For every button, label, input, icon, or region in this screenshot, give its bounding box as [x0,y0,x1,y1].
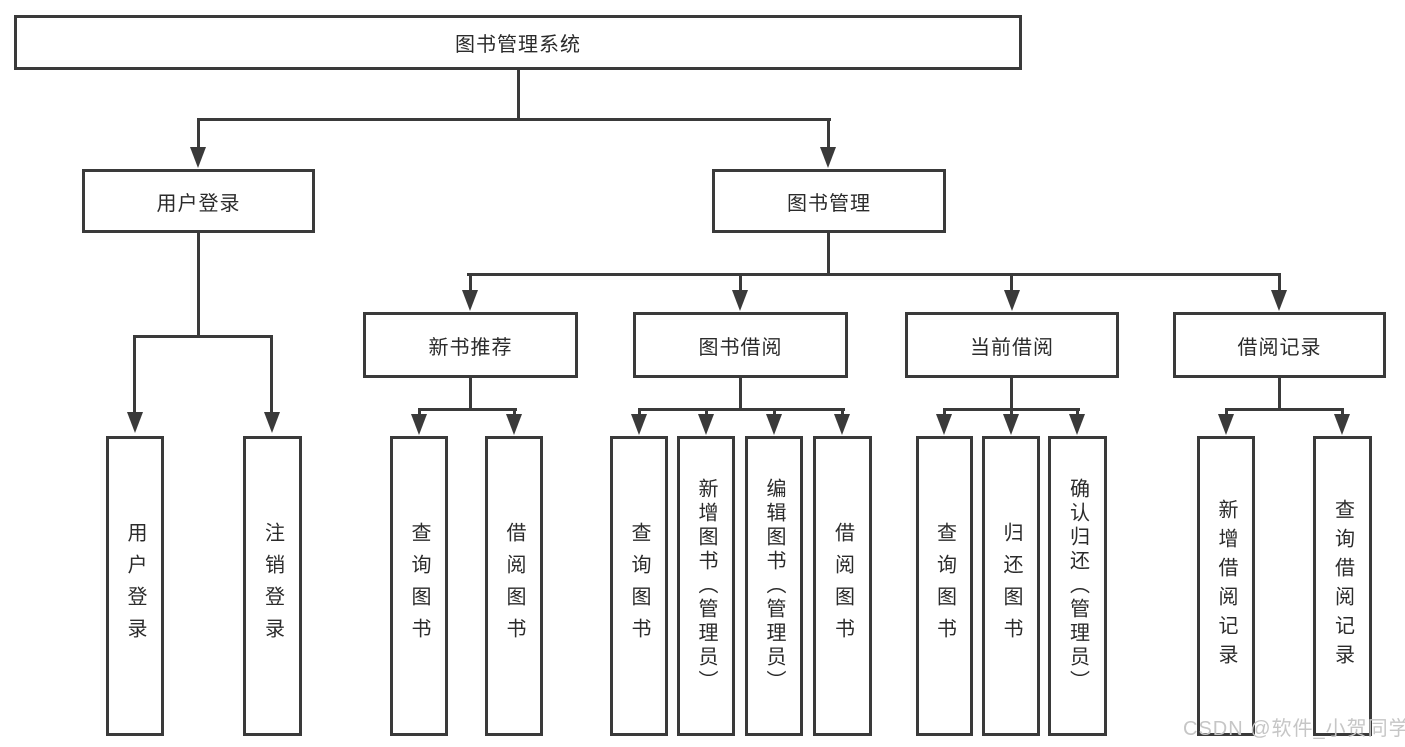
leaf-logout-login: 注销登录 [243,436,302,736]
connector-line [133,335,136,412]
leaf-query-books-recommend: 查询图书 [390,436,448,736]
connector-line [1010,408,1013,416]
leaf-query-books-current: 查询图书 [916,436,973,736]
node-borrow-records: 借阅记录 [1173,312,1386,378]
node-current-borrow: 当前借阅 [905,312,1119,378]
connector-line [1010,378,1013,410]
connector-line [197,118,200,149]
connector-line [773,408,776,416]
arrow-down-icon [631,414,647,435]
connector-line [513,408,516,416]
leaf-user-login-label: 用户登录 [124,522,146,650]
arrow-down-icon [820,147,836,168]
connector-line [1278,273,1281,292]
connector-line [133,335,273,338]
connector-line [1076,408,1079,416]
connector-line [943,408,946,416]
arrow-down-icon [834,414,850,435]
connector-line [418,408,517,411]
connector-line [739,273,742,292]
leaf-edit-book-admin: 编辑图书（管理员） [745,436,803,736]
connector-line [638,408,641,416]
leaf-query-borrow-record: 查询借阅记录 [1313,436,1372,736]
arrow-down-icon [1271,290,1287,311]
node-borrow-records-label: 借阅记录 [1237,336,1322,359]
node-current-borrow-label: 当前借阅 [970,336,1054,359]
connector-line [469,378,472,410]
leaf-confirm-return-admin: 确认归还（管理员） [1048,436,1107,736]
arrow-down-icon [127,412,143,433]
leaf-query-books-borrow-label: 查询图书 [628,522,650,650]
arrow-down-icon [1218,414,1234,435]
leaf-return-book: 归还图书 [982,436,1040,736]
watermark: CSDN @软件_小贺同学 [1183,718,1405,740]
node-new-book-recommend: 新书推荐 [363,312,578,378]
connector-line [827,233,830,273]
leaf-add-borrow-record: 新增借阅记录 [1197,436,1255,736]
connector-line [467,273,1280,276]
leaf-query-books-borrow: 查询图书 [610,436,668,736]
node-book-borrow: 图书借阅 [633,312,848,378]
connector-line [739,378,742,410]
leaf-query-borrow-record-label: 查询借阅记录 [1331,499,1354,673]
connector-line [1341,408,1344,416]
leaf-query-books-recommend-label: 查询图书 [408,522,430,650]
connector-line [841,408,844,416]
leaf-user-login: 用户登录 [106,436,164,736]
leaf-query-books-current-label: 查询图书 [933,522,956,650]
node-user-login: 用户登录 [82,169,315,233]
leaf-confirm-return-admin-label: 确认归还（管理员） [1066,478,1089,694]
node-book-borrow-label: 图书借阅 [698,336,783,359]
arrow-down-icon [936,414,952,435]
connector-line [1225,408,1228,416]
leaf-borrow-books-recommend-label: 借阅图书 [503,522,525,650]
connector-line [517,70,520,118]
node-user-login-label: 用户登录 [156,192,241,215]
arrow-down-icon [190,147,206,168]
leaf-add-borrow-record-label: 新增借阅记录 [1215,499,1237,673]
arrow-down-icon [766,414,782,435]
connector-line [197,118,831,121]
arrow-down-icon [1069,414,1085,435]
leaf-add-book-admin: 新增图书（管理员） [677,436,735,736]
connector-line [827,118,830,149]
leaf-logout-login-label: 注销登录 [261,522,284,650]
node-book-management: 图书管理 [712,169,946,233]
node-root: 图书管理系统 [14,15,1022,70]
leaf-borrow-books-recommend: 借阅图书 [485,436,543,736]
leaf-add-book-admin-label: 新增图书（管理员） [695,478,717,694]
leaf-borrow-books: 借阅图书 [813,436,872,736]
arrow-down-icon [732,290,748,311]
connector-line [1225,408,1344,411]
connector-line [705,408,708,416]
arrow-down-icon [411,414,427,435]
arrow-down-icon [1004,290,1020,311]
connector-line [1278,378,1281,410]
connector-line [469,273,472,292]
arrow-down-icon [462,290,478,311]
arrow-down-icon [264,412,280,433]
arrow-down-icon [698,414,714,435]
connector-line [418,408,421,416]
leaf-return-book-label: 归还图书 [1000,522,1022,650]
node-new-book-recommend-label: 新书推荐 [428,336,513,359]
node-root-label: 图书管理系统 [455,34,581,56]
arrow-down-icon [1334,414,1350,435]
arrow-down-icon [1003,414,1019,435]
leaf-borrow-books-label: 借阅图书 [831,522,854,650]
leaf-edit-book-admin-label: 编辑图书（管理员） [763,478,785,694]
connector-line [1010,273,1013,292]
connector-line [197,233,200,335]
connector-line [638,408,845,411]
connector-line [270,335,273,412]
arrow-down-icon [506,414,522,435]
node-book-management-label: 图书管理 [787,192,871,215]
